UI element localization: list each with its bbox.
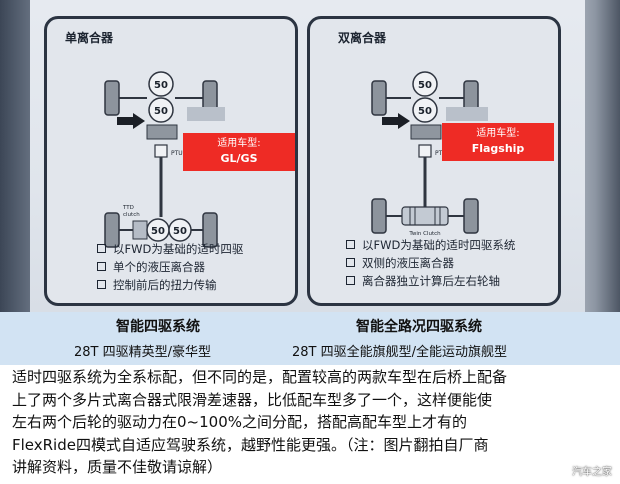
paragraph-line: 讲解资料，质量不佳敬请谅解） <box>12 458 223 476</box>
front-split-top: 50 <box>418 80 432 91</box>
checkbox-icon <box>346 240 355 249</box>
checkbox-icon <box>97 244 106 253</box>
single-clutch-diagram: 50 50 PTU TTD clutch 50 50 <box>104 71 218 248</box>
single-clutch-panel: 单离合器 50 50 PTU <box>44 16 298 306</box>
ptu-label: PTU <box>435 150 447 157</box>
checkbox-icon <box>97 280 106 289</box>
checkbox-icon <box>97 262 106 271</box>
model-badge: 适用车型: Flagship <box>442 123 554 161</box>
front-split-bottom: 50 <box>154 106 168 117</box>
badge-value: Flagship <box>471 142 525 155</box>
feature-item: 离合器独立计算后左右轮轴 <box>346 273 500 289</box>
left-caption-title: 智能四驱系统 <box>116 319 200 335</box>
paragraph-line: 适时四驱系统为全系标配，但不同的是，配置较高的两款车型在后桥上配备 <box>12 368 508 386</box>
front-split-bottom: 50 <box>418 106 432 117</box>
rear-left-wheel <box>371 198 387 234</box>
feature-item: 控制前后的扭力传输 <box>97 277 217 293</box>
feature-item: 双侧的液压离合器 <box>346 255 454 271</box>
paragraph-line: 上了两个多片式离合器式限滑差速器，比低配车型多了一个，这样便能使 <box>12 390 493 409</box>
badge-value: GL/GS <box>220 152 258 165</box>
twin-clutch-title: 双离合器 <box>338 31 387 45</box>
ptu-label: PTU <box>171 150 183 157</box>
front-split-top: 50 <box>154 80 168 91</box>
right-caption-subtitle: 28T 四驱全能旗舰型/全能运动旗舰型 <box>292 345 507 360</box>
badge-label: 适用车型: <box>217 138 261 149</box>
torque-arrow-icon <box>117 113 145 129</box>
paragraph-line: FlexRide四模式自适应驾驶系统，越野性能更强。（注：图片翻拍自厂商 <box>12 435 489 454</box>
checkbox-icon <box>346 276 355 285</box>
model-badge: 适用车型: GL/GS <box>183 133 295 171</box>
feature-item: 以FWD为基础的适时四驱系统 <box>346 237 515 253</box>
redacted-label <box>187 107 225 121</box>
front-left-wheel <box>104 80 120 116</box>
twin-clutch-panel: 双离合器 50 50 PTU Twin Clutch <box>307 16 561 306</box>
front-left-wheel <box>371 80 387 116</box>
twin-clutch-diagram: 50 50 PTU Twin Clutch <box>371 71 479 237</box>
paragraph-line: 左右两个后轮的驱动力在0~100%之间分配，搭配高配车型上才有的 <box>12 413 467 431</box>
checkbox-icon <box>346 258 355 267</box>
single-clutch-title: 单离合器 <box>65 31 114 45</box>
feature-item: 单个的液压离合器 <box>97 259 205 275</box>
torque-arrow-icon <box>382 113 410 129</box>
article-paragraph: 适时四驱系统为全系标配，但不同的是，配置较高的两款车型在后桥上配备 上了两个多片… <box>12 366 612 479</box>
watermark-logo: 汽车之家 <box>572 467 612 478</box>
redacted-label <box>446 107 488 121</box>
badge-label: 适用车型: <box>476 128 520 139</box>
caption-band: 智能四驱系统 28T 四驱精英型/豪华型 智能全路况四驱系统 28T 四驱全能旗… <box>0 312 620 365</box>
right-caption-title: 智能全路况四驱系统 <box>356 319 482 335</box>
slide-photo: 单离合器 50 50 PTU <box>0 0 620 312</box>
svg-text:clutch: clutch <box>123 212 140 218</box>
rear-split-left: 50 <box>151 226 165 237</box>
rear-split-right: 50 <box>173 226 187 237</box>
ttd-clutch-label: TTD <box>122 205 134 211</box>
rear-right-wheel <box>463 198 479 234</box>
feature-item: 以FWD为基础的适时四驱 <box>97 241 243 257</box>
twin-clutch-label: Twin Clutch <box>408 231 441 237</box>
left-caption-subtitle: 28T 四驱精英型/豪华型 <box>74 345 211 360</box>
